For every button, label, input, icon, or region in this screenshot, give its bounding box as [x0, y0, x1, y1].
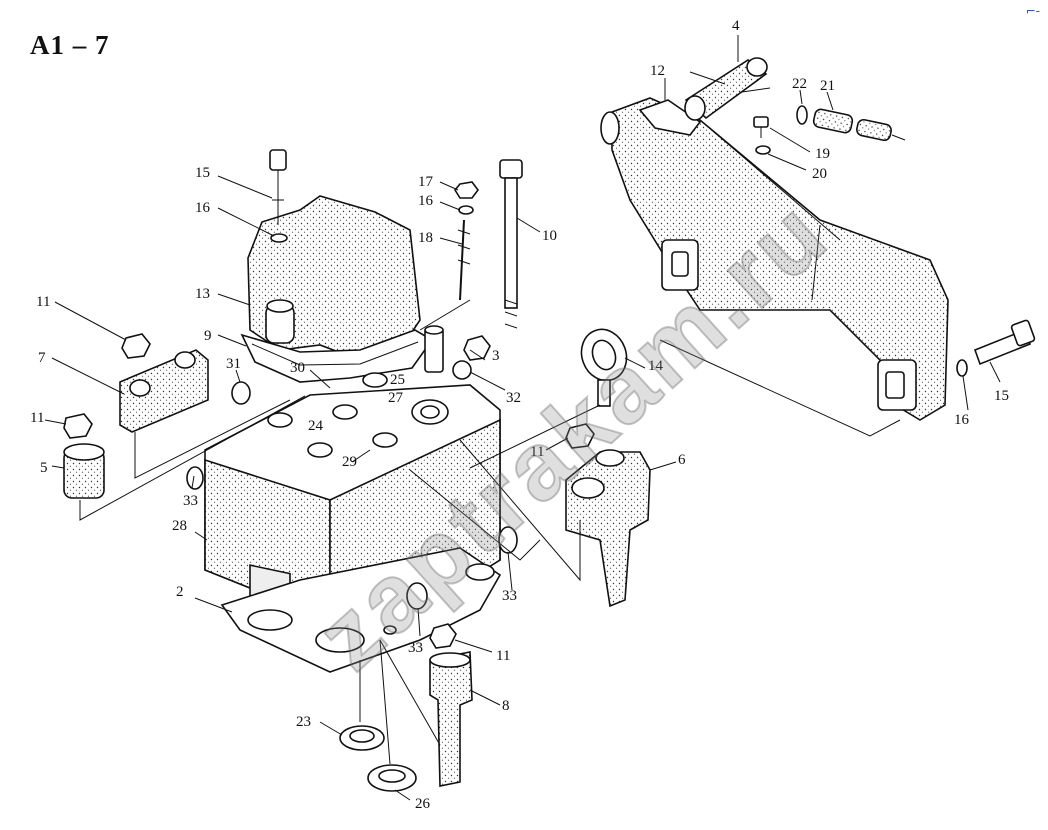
callout-31: 31	[226, 356, 241, 372]
callout-25: 25	[390, 372, 405, 388]
callout-9: 9	[204, 328, 212, 344]
tube-21	[812, 108, 906, 142]
leader-lines	[44, 35, 1001, 801]
ring-23	[339, 725, 385, 751]
callout-33-bottom: 33	[408, 640, 423, 656]
callout-10: 10	[542, 228, 557, 244]
washer-16-left	[270, 233, 288, 243]
washer-16-right	[956, 359, 968, 377]
nut-11-left	[63, 413, 93, 439]
callout-3: 3	[492, 348, 500, 364]
long-bolt-10	[499, 159, 523, 329]
ring-32	[452, 360, 472, 380]
callout-22: 22	[792, 76, 807, 92]
callout-28: 28	[172, 518, 187, 534]
callout-17: 17	[418, 174, 434, 190]
callout-29: 29	[342, 454, 357, 470]
rocker-bracket-6	[565, 449, 651, 608]
callout-19: 19	[815, 146, 830, 162]
callout-16-mid: 16	[418, 193, 434, 209]
rocker-support-7	[119, 349, 209, 433]
callout-30: 30	[290, 360, 305, 376]
callout-16-left: 16	[195, 200, 211, 216]
callout-32: 32	[506, 390, 521, 406]
washer-20	[755, 145, 771, 155]
nut-11-top	[121, 333, 151, 359]
callout-26: 26	[415, 796, 431, 812]
cover-gasket-9	[240, 329, 434, 383]
callout-labels: 4 12 22 21 19 20 15 16 17 16 18 10 13 11…	[30, 18, 1009, 812]
nut-17	[454, 181, 479, 199]
ring-31	[231, 381, 251, 405]
corner-mark: ⌐-	[1025, 4, 1040, 18]
callout-27: 27	[388, 390, 404, 406]
head-gasket-2	[220, 547, 502, 673]
eye-bolt-14	[580, 328, 628, 407]
callout-21: 21	[820, 78, 835, 94]
bolt-15-left	[269, 149, 287, 225]
nut-11-right	[565, 423, 595, 449]
ring-22	[796, 105, 808, 125]
callout-13: 13	[195, 286, 210, 302]
callout-8: 8	[502, 698, 510, 714]
callout-15-right: 15	[994, 388, 1009, 404]
valve-cover-13	[247, 195, 421, 361]
bolt-19	[753, 116, 769, 138]
callout-2: 2	[176, 584, 184, 600]
callout-15-left: 15	[195, 165, 210, 181]
callout-16-right: 16	[954, 412, 970, 428]
nut-11-bottom	[429, 623, 457, 649]
ring-26	[367, 764, 417, 792]
callout-11-top: 11	[36, 294, 50, 310]
callout-11-bottom: 11	[496, 648, 510, 664]
sleeve-5	[63, 443, 105, 499]
callout-5: 5	[40, 460, 48, 476]
ring-33-right	[498, 526, 518, 554]
callout-33-right: 33	[502, 588, 517, 604]
callout-12: 12	[650, 63, 665, 79]
nut-3	[463, 335, 491, 361]
washer-16-mid	[458, 205, 474, 215]
bolt-15-right	[973, 319, 1036, 366]
callout-14: 14	[648, 358, 664, 374]
bracket-4	[684, 57, 771, 121]
callout-18: 18	[418, 230, 433, 246]
callout-23: 23	[296, 714, 311, 730]
ring-33-left	[186, 466, 204, 490]
callout-11-right: 11	[530, 444, 544, 460]
callout-20: 20	[812, 166, 827, 182]
sleeve-8	[429, 651, 473, 787]
callout-6: 6	[678, 452, 686, 468]
exhaust-manifold	[600, 97, 949, 421]
injector-25	[424, 325, 444, 373]
figure-title: A1 – 7	[30, 30, 110, 60]
stud-18	[457, 219, 471, 301]
callout-33-left: 33	[183, 493, 198, 509]
manifold-outlet	[600, 111, 620, 145]
ring-33-bottom	[406, 582, 428, 610]
callout-24: 24	[308, 418, 324, 434]
callout-7: 7	[38, 350, 46, 366]
callout-4: 4	[732, 18, 740, 34]
callout-11-left: 11	[30, 410, 44, 426]
